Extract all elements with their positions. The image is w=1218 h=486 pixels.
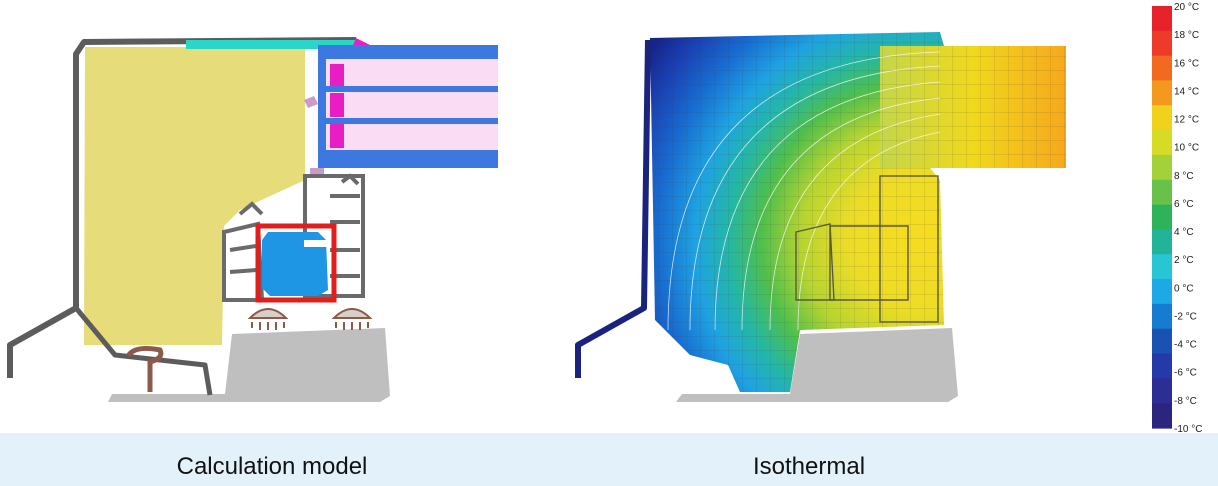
legend-swatch bbox=[1152, 80, 1172, 106]
calculation-model bbox=[7, 37, 498, 402]
iso-exterior-skin bbox=[575, 39, 651, 378]
caption-bar: Calculation model Isothermal bbox=[0, 433, 1218, 486]
legend-tick-label: -6 °C bbox=[1174, 368, 1197, 379]
caption-isothermal: Isothermal bbox=[752, 453, 866, 480]
legend-swatch bbox=[1152, 254, 1172, 280]
cladding-profile bbox=[7, 37, 357, 378]
legend-tick-label: 4 °C bbox=[1174, 227, 1194, 238]
legend-swatch bbox=[1152, 6, 1172, 32]
legend-swatch bbox=[1152, 204, 1172, 231]
legend-tick-label: 6 °C bbox=[1174, 199, 1194, 210]
legend-tick-label: 14 °C bbox=[1174, 86, 1199, 97]
temperature-legend: 20 °C 18 °C 16 °C 14 °C 12 °C 10 °C 8 °C 6 °C 4 … bbox=[1152, 2, 1202, 435]
insulation-block bbox=[84, 47, 305, 345]
glazing-unit bbox=[304, 45, 498, 176]
legend-tick-label: 8 °C bbox=[1174, 171, 1194, 182]
isotherm-lines bbox=[667, 51, 941, 331]
legend-tick-label: 0 °C bbox=[1174, 283, 1194, 294]
legend-swatch bbox=[1152, 378, 1172, 404]
legend-swatch bbox=[1152, 55, 1172, 82]
legend-tick-label: 2 °C bbox=[1174, 255, 1194, 266]
legend-swatch bbox=[1152, 179, 1172, 206]
legend-tick-label: 20 °C bbox=[1174, 2, 1199, 13]
top-cyan-strip bbox=[186, 40, 358, 49]
legend-swatch bbox=[1152, 30, 1172, 57]
caption-calculation-model: Calculation model bbox=[176, 453, 368, 480]
legend-swatch bbox=[1152, 303, 1172, 330]
legend-tick-label: 10 °C bbox=[1174, 143, 1199, 154]
isothermal-plot bbox=[575, 32, 1066, 402]
concrete-sill bbox=[108, 328, 390, 402]
bottom-seal bbox=[125, 346, 164, 392]
legend-swatch bbox=[1152, 328, 1172, 355]
legend-tick-label: -2 °C bbox=[1174, 311, 1197, 322]
iso-frame-outline bbox=[795, 175, 939, 323]
legend-swatch bbox=[1152, 105, 1172, 131]
steel-reinforcement bbox=[255, 223, 337, 303]
legend-tick-label: 12 °C bbox=[1174, 115, 1199, 126]
legend-tick-label: -8 °C bbox=[1174, 396, 1197, 407]
reinforcement-core bbox=[262, 232, 328, 296]
legend-swatch bbox=[1152, 279, 1172, 305]
legend-swatch bbox=[1152, 229, 1172, 255]
legend-tick-label: -4 °C bbox=[1174, 340, 1197, 351]
legend-swatch bbox=[1152, 154, 1172, 181]
legend-tick-label: 16 °C bbox=[1174, 58, 1199, 69]
legend-swatch bbox=[1152, 403, 1172, 429]
iso-concrete-sill bbox=[676, 328, 958, 402]
legend-swatch bbox=[1152, 130, 1172, 156]
legend-tick-label: 18 °C bbox=[1174, 30, 1199, 41]
gasket-feet bbox=[247, 308, 373, 319]
legend-tick-label: -10 °C bbox=[1174, 424, 1202, 435]
legend-swatch bbox=[1152, 353, 1172, 379]
